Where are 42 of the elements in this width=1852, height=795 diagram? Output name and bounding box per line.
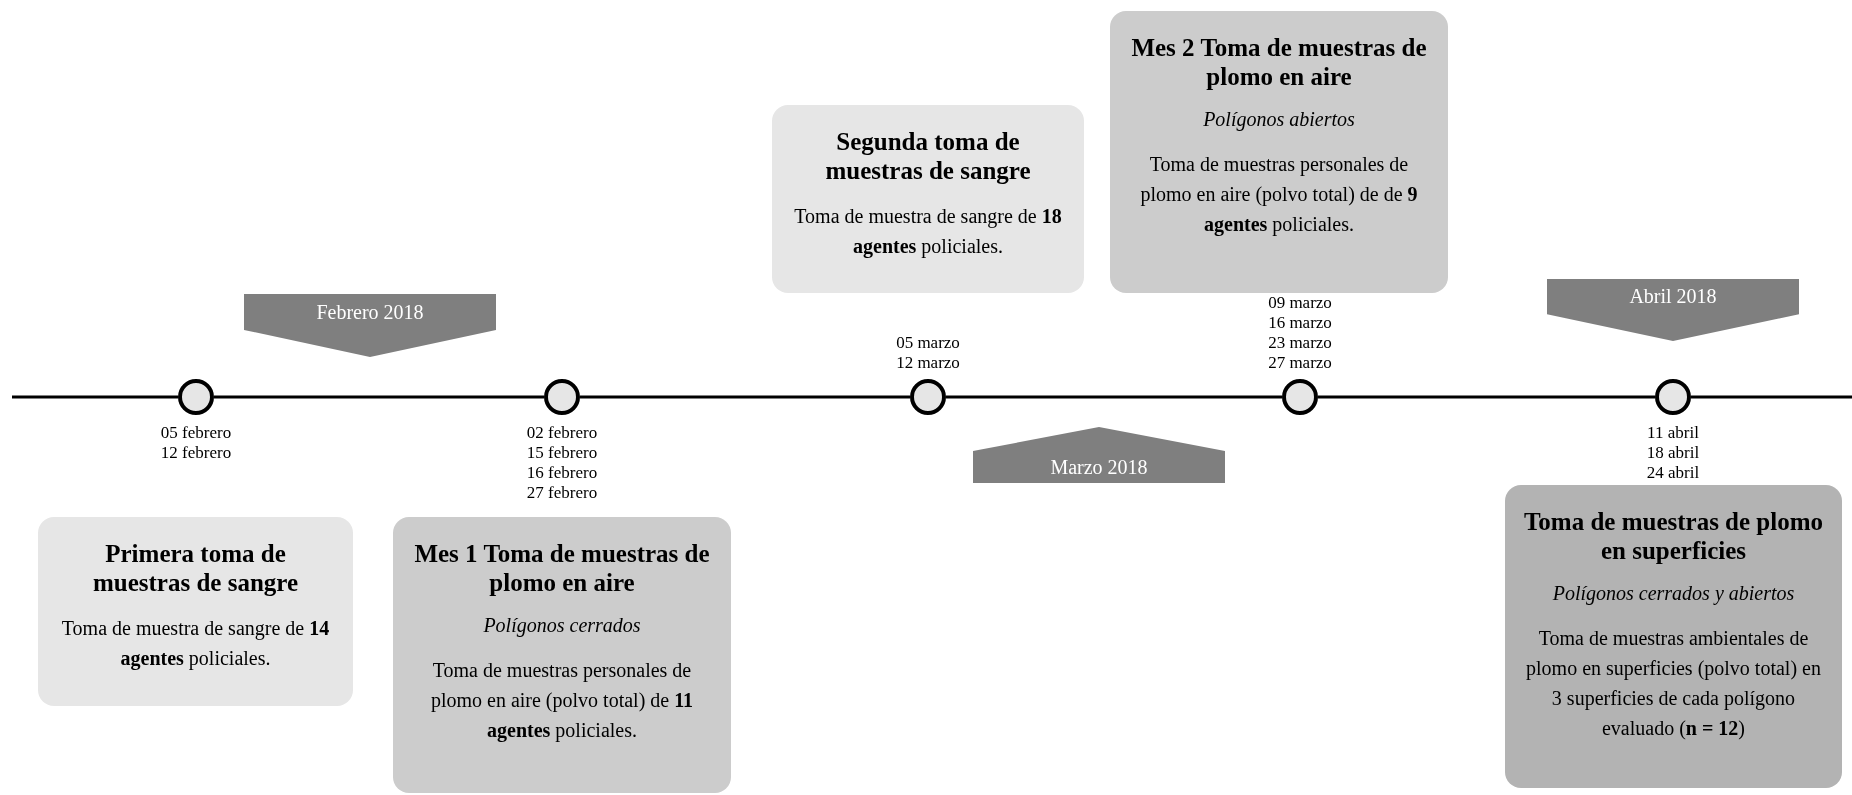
card-text: Toma de muestras personales de plomo en aire (polvo total) de 11 agentes policiales.	[429, 658, 695, 744]
card-text: Toma de muestras personales de plomo en aire (polvo total) de de 9 agentes policiales.	[1139, 152, 1419, 238]
event-card	[1505, 485, 1842, 788]
card-heading: Segunda toma de muestras de sangre	[824, 127, 1032, 185]
timeline-line	[1318, 395, 1655, 399]
card-text: Toma de muestras ambientales de plomo en superficies (polvo total) en 3 superficies de cada polígono evaluado (n = 12)	[1525, 626, 1822, 742]
date-label: 02 febrero	[526, 423, 598, 443]
event-card	[393, 517, 731, 793]
month-label: Abril 2018	[1629, 284, 1717, 309]
date-label: 18 abril	[1646, 443, 1700, 463]
card-heading: Mes 1 Toma de muestras de plomo en aire	[413, 539, 711, 597]
date-label: 11 abril	[1647, 423, 1699, 443]
date-label: 05 marzo	[896, 333, 960, 353]
date-label: 27 marzo	[1268, 353, 1332, 373]
card-subtitle: Polígonos cerrados y abiertos	[1551, 581, 1796, 605]
date-label: 09 marzo	[1268, 293, 1332, 313]
card-heading: Mes 2 Toma de muestras de plomo en aire	[1130, 33, 1428, 91]
date-label: 15 febrero	[526, 443, 598, 463]
card-heading: Toma de muestras de plomo en superficies	[1522, 507, 1825, 565]
date-label: 16 marzo	[1268, 313, 1332, 333]
date-label: 12 febrero	[160, 443, 232, 463]
timeline-line	[946, 395, 1282, 399]
date-label: 12 marzo	[896, 353, 960, 373]
card-subtitle: Polígonos cerrados	[482, 613, 642, 637]
date-label: 24 abril	[1646, 463, 1700, 483]
timeline-line	[214, 395, 544, 399]
card-heading: Primera toma de muestras de sangre	[91, 539, 300, 597]
timeline-line	[580, 395, 910, 399]
card-text: Toma de muestra de sangre de 14 agentes policiales.	[60, 616, 331, 672]
date-label: 05 febrero	[160, 423, 232, 443]
date-label: 16 febrero	[526, 463, 598, 483]
timeline-line	[12, 395, 178, 399]
event-card	[1110, 11, 1448, 293]
card-text: Toma de muestra de sangre de 18 agentes policiales.	[793, 204, 1063, 260]
timeline-line	[1691, 395, 1852, 399]
date-label: 27 febrero	[526, 483, 598, 503]
card-subtitle: Polígonos abiertos	[1202, 107, 1356, 131]
month-label: Marzo 2018	[1050, 454, 1148, 479]
event-card	[38, 517, 353, 706]
month-label: Febrero 2018	[316, 299, 424, 324]
event-card	[772, 105, 1084, 293]
date-label: 23 marzo	[1268, 333, 1332, 353]
